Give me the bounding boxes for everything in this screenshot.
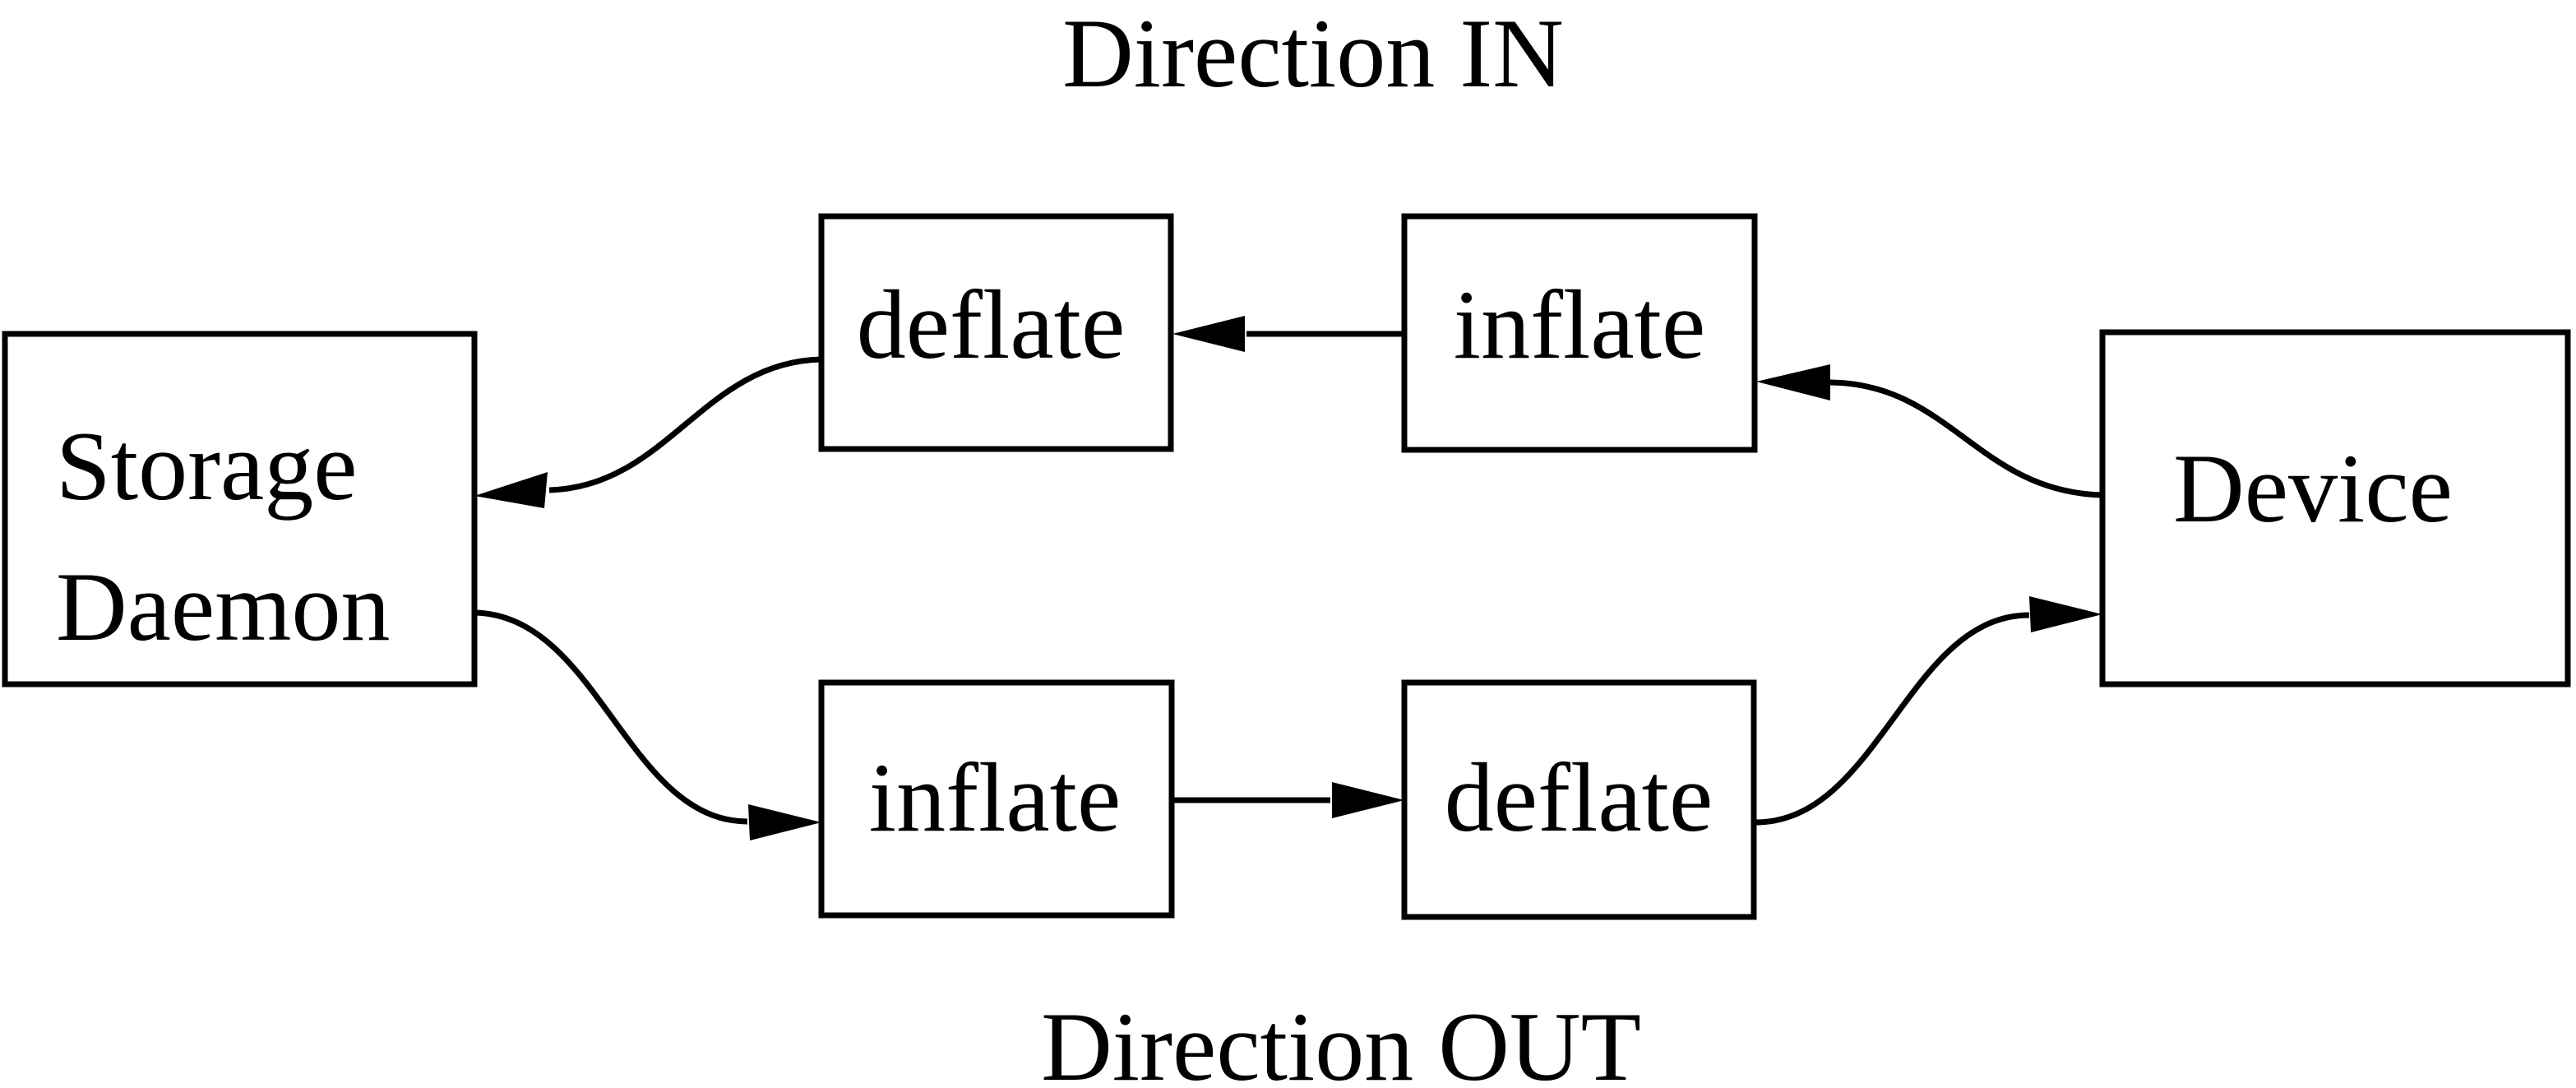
- inflate-in-node-box: [1401, 213, 1758, 453]
- storage-daemon-node-box: [2, 331, 478, 688]
- deflate-out-label: deflate: [1445, 743, 1713, 852]
- edge-deflate-out-to-device: [1753, 612, 2030, 826]
- direction-out-title: Direction OUT: [1041, 992, 1641, 1088]
- edge-device-to-inflate-in: [1829, 379, 2103, 498]
- deflate-in-label: deflate: [857, 270, 1125, 379]
- edge-storage-daemon-to-inflate-out: [474, 609, 748, 825]
- inflate-out-label: inflate: [869, 743, 1122, 852]
- inflate-out-node-box: [818, 679, 1175, 919]
- device-node-box: [2099, 329, 2571, 688]
- edge-deflate-in-to-storage-daemon: [548, 356, 822, 493]
- inflate-in-label: inflate: [1454, 270, 1706, 379]
- edge-deflate-in-to-storage-daemon-arrowhead: [474, 472, 548, 508]
- edge-inflate-out-to-deflate-out-arrowhead: [1332, 782, 1404, 818]
- storage-daemon-label-line1: Storage: [56, 411, 358, 521]
- edge-storage-daemon-to-inflate-out-arrowhead: [748, 804, 821, 840]
- deflate-out-node-box: [1401, 679, 1757, 920]
- storage-daemon-label-line2: Daemon: [56, 552, 391, 661]
- edge-deflate-out-to-device-arrowhead: [2029, 596, 2102, 632]
- direction-in-title: Direction IN: [1062, 0, 1564, 108]
- edge-device-to-inflate-in-arrowhead: [1756, 364, 1830, 400]
- edge-inflate-in-to-deflate-in-arrowhead: [1172, 316, 1245, 352]
- deflate-in-node-box: [818, 213, 1174, 452]
- device-label: Device: [2173, 433, 2453, 543]
